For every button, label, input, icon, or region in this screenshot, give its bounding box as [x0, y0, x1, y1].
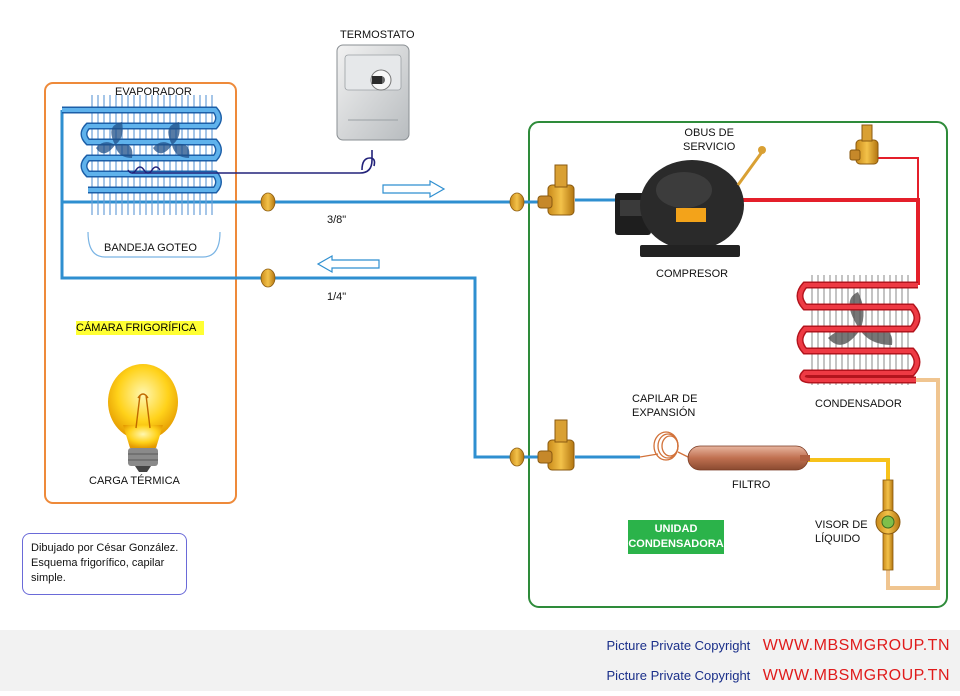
visor-label: VISOR DE LÍQUIDO — [815, 519, 868, 545]
footer-copyright-label-1: Picture Private Copyright — [606, 638, 751, 653]
service-valve-icon — [537, 124, 879, 471]
liquid-line — [60, 110, 558, 459]
compresor-label: COMPRESOR — [656, 268, 729, 280]
bandeja-label: BANDEJA GOTEO — [104, 242, 197, 254]
fan-icon — [96, 122, 190, 158]
discharge-line — [742, 198, 920, 285]
light-bulb-icon — [108, 364, 178, 472]
credit-box: Dibujado por César González. Esquema fri… — [22, 533, 187, 595]
condensing-unit-boundary — [528, 121, 948, 608]
condenser-outlet-line — [886, 378, 940, 590]
compressor-icon — [615, 146, 766, 257]
evaporator-coil-icon — [62, 95, 222, 215]
filtro-label: FILTRO — [732, 479, 771, 491]
evaporador-label: EVAPORADOR — [115, 86, 192, 98]
footer: Picture Private Copyright WWW.MBSMGROUP.… — [0, 630, 960, 691]
thermostat-icon — [336, 44, 410, 141]
condenser-coil-icon — [796, 275, 921, 385]
footer-line-2: Picture Private Copyright WWW.MBSMGROUP.… — [607, 667, 950, 685]
filter-to-sightglass-line — [805, 458, 890, 510]
termostato-label: TERMOSTATO — [340, 29, 415, 41]
credit-text: Dibujado por César González. Esquema fri… — [31, 542, 179, 584]
footer-url-2[interactable]: WWW.MBSMGROUP.TN — [762, 667, 950, 684]
flow-arrow-icon — [316, 179, 446, 274]
obus-label: OBUS DE SERVICIO — [683, 127, 736, 153]
thermostat-capillary — [132, 150, 373, 174]
footer-copyright-label-2: Picture Private Copyright — [606, 668, 751, 683]
unidad-badge: UNIDAD CONDENSADORA — [628, 520, 724, 554]
line-14-label: 1/4" — [327, 291, 347, 303]
capillary-coil-icon — [639, 431, 691, 461]
line-38-label: 3/8" — [327, 214, 347, 226]
thermostat-bulb-coil — [127, 166, 161, 174]
filter-drier-icon — [687, 445, 810, 471]
footer-line-1: Picture Private Copyright WWW.MBSMGROUP.… — [607, 637, 950, 655]
drip-tray — [87, 231, 221, 258]
condensador-label: CONDENSADOR — [815, 398, 902, 410]
camara-label: CÁMARA FRIGORÍFICA — [76, 321, 204, 335]
chamber-boundary — [44, 82, 237, 504]
footer-url-1[interactable]: WWW.MBSMGROUP.TN — [762, 637, 950, 654]
capilar-label: CAPILAR DE EXPANSIÓN — [632, 393, 698, 419]
service-line — [878, 157, 919, 200]
flare-nut-icon — [260, 192, 525, 467]
carga-label: CARGA TÉRMICA — [89, 475, 180, 487]
sight-glass-icon — [875, 479, 901, 571]
